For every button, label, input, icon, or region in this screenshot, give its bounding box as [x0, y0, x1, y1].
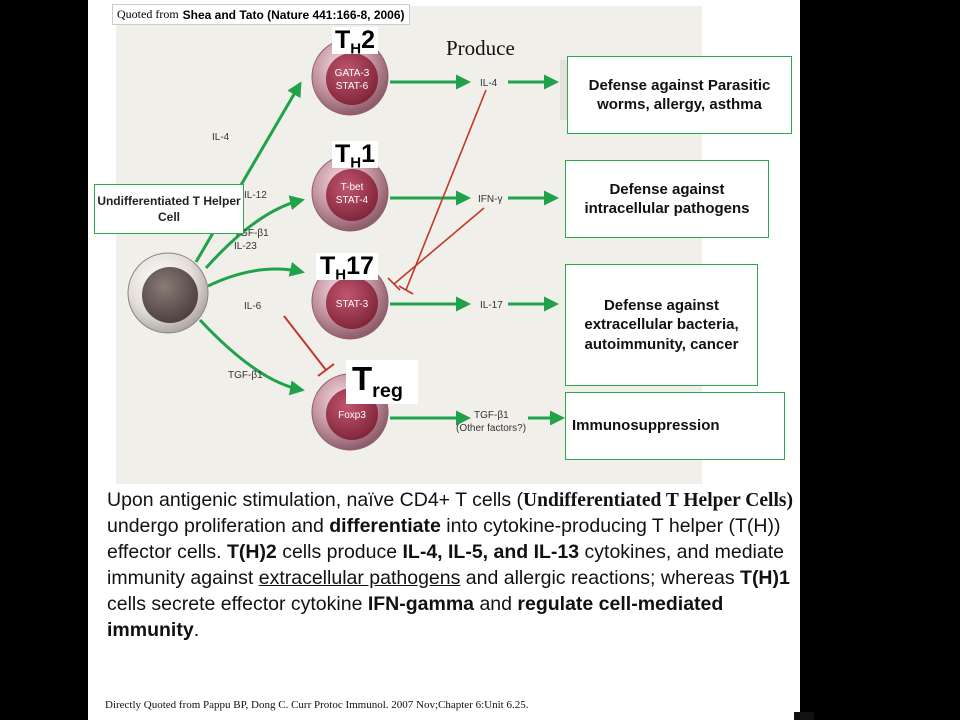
inhibit-treg-line: [283, 315, 327, 371]
inhibit-ifn-th17: [393, 207, 485, 285]
corner-mark: [794, 712, 814, 720]
outcome-th2: Defense against Parasitic worms, allergy…: [567, 56, 792, 134]
th17-cytokine: IL-17: [480, 300, 503, 311]
th1-cytokine: IFN-γ: [478, 194, 502, 205]
treg-marker-1: Foxp3: [338, 410, 366, 421]
th2-cytokine: IL-4: [480, 78, 498, 89]
th2-marker-1: GATA-3: [335, 68, 370, 79]
treg-inducer: TGF-β1: [228, 370, 263, 381]
arrow-to-treg: [198, 318, 305, 396]
th17-marker-1: STAT-3: [336, 299, 369, 310]
description-paragraph: Upon antigenic stimulation, naïve CD4+ T…: [107, 489, 793, 641]
th1-label: TH1: [332, 141, 379, 170]
th2-label: TH2: [332, 27, 379, 56]
source-citation: Shea and Tato (Nature 441:166-8, 2006): [182, 7, 405, 22]
arrow-to-th1: [204, 195, 305, 270]
footer-citation: Directly Quoted from Pappu BP, Dong C. C…: [105, 699, 529, 711]
treg-cytokine-1: TGF-β1: [474, 410, 509, 421]
inhibit-il4-th17: [405, 89, 487, 291]
th17-inducer-3: IL-6: [244, 301, 262, 312]
th2-cell: [311, 38, 389, 116]
slide: GATA-3 STAT-6 T-bet STAT-4 STAT-3 Foxp3 …: [88, 0, 800, 720]
treg-label: Treg: [346, 360, 418, 404]
th1-inducer: IL-12: [244, 190, 267, 201]
th1-marker-1: T-bet: [341, 182, 364, 193]
outcome-th1: Defense against intracellular pathogens: [565, 160, 769, 238]
treg-cytokine-2: (Other factors?): [456, 423, 526, 434]
th1-cell: [311, 154, 389, 232]
th1-marker-2: STAT-4: [336, 195, 369, 206]
th2-marker-2: STAT-6: [336, 81, 369, 92]
arrow-to-th17: [207, 262, 305, 288]
source-prefix: Quoted from: [117, 7, 179, 21]
inhibit-il4-th17-bar: [398, 285, 414, 295]
source-banner: Quoted from Shea and Tato (Nature 441:16…: [112, 4, 410, 25]
th2-inducer: IL-4: [212, 132, 230, 143]
th17-inducer-1: TGF-β1: [234, 228, 269, 239]
outcome-treg: Immunosuppression: [565, 392, 785, 460]
inhibit-ifn-th17-bar: [387, 277, 401, 291]
undifferentiated-label: Undifferentiated T Helper Cell: [94, 184, 244, 234]
naive-cell: [127, 252, 209, 334]
outcome-th17: Defense against extracellular bacteria, …: [565, 264, 758, 386]
th17-cell: [311, 262, 389, 340]
th17-label: TH17: [316, 253, 378, 282]
th17-inducer-2: IL-23: [234, 241, 257, 252]
inhibit-treg-bar: [317, 363, 335, 377]
produce-label: Produce: [446, 36, 515, 60]
